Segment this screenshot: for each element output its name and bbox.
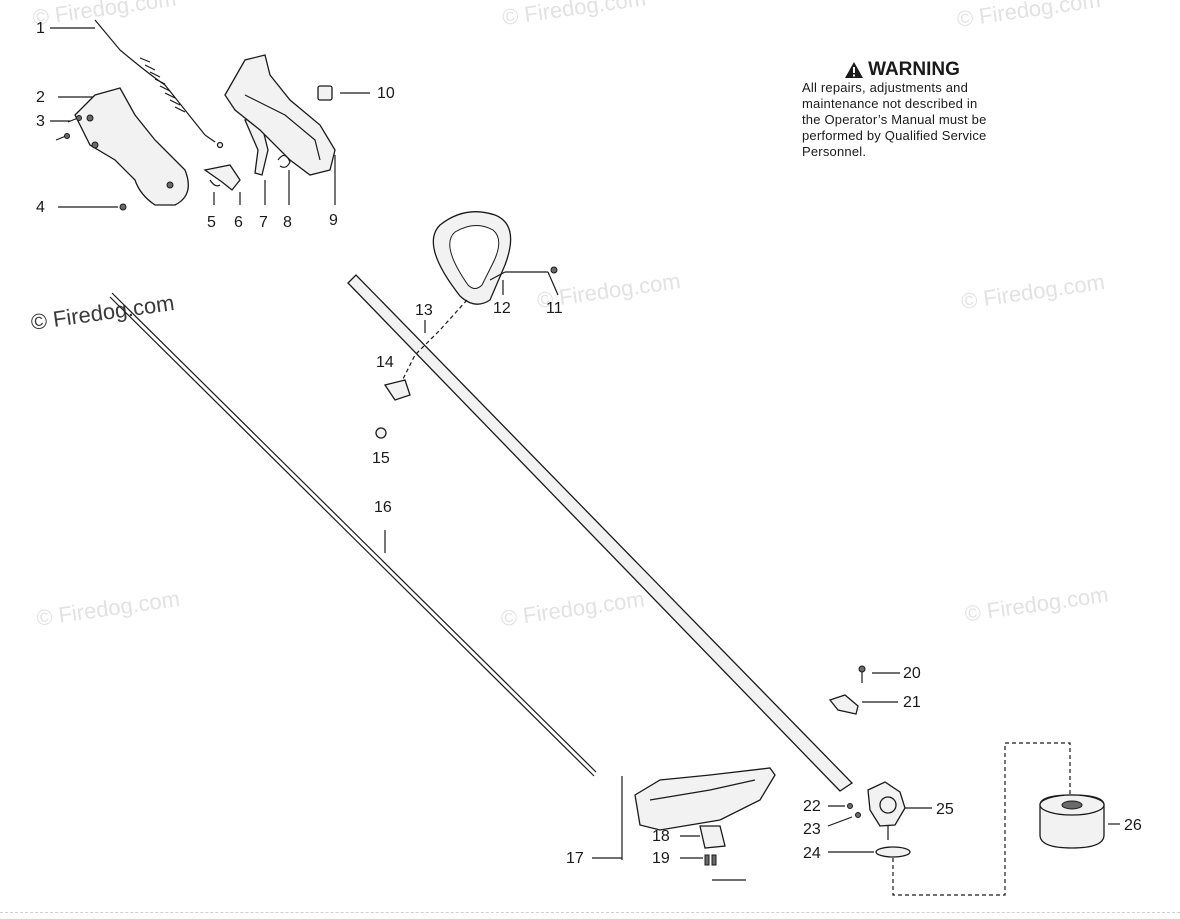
callout-label: 1 [36,20,45,37]
callout-labels: 1 2 3 4 5 6 7 8 9 10 11 12 13 14 15 16 1… [36,20,1142,867]
callout-label: 22 [803,798,821,815]
warning-notice: WARNING All repairs, adjustments and mai… [802,60,1032,160]
warning-line: All repairs, adjustments and [802,80,969,95]
gear-screws-part [827,803,861,827]
callout-label: 12 [493,300,511,317]
warning-title: WARNING [772,60,1032,80]
switch-part [317,85,370,101]
drive-shaft-part [109,292,597,777]
callout-label: 8 [283,214,292,231]
warning-body: All repairs, adjustments and maintenance… [802,80,1032,160]
callout-label: 14 [376,354,394,371]
watermark: © Firedog.com [955,0,1102,32]
gear-head-part [867,781,932,840]
warning-line: maintenance not described in [802,96,978,111]
callout-label: 10 [377,85,395,102]
handle-housing-part [224,54,336,205]
callout-label: 13 [415,302,433,319]
washer-part [828,846,911,858]
callout-label: 17 [566,850,584,867]
callout-label: 7 [259,214,268,231]
warning-line: performed by Qualified Service [802,128,987,143]
callout-label: 26 [1124,817,1142,834]
callout-label: 16 [374,499,392,516]
callout-label: 25 [936,801,954,818]
trimmer-head-part [1039,794,1120,849]
warning-title-text: WARNING [868,59,960,80]
screw-part [58,203,127,211]
callout-label: 24 [803,845,821,862]
callout-label: 21 [903,694,921,711]
callout-label: 23 [803,821,821,838]
warning-triangle-icon [845,62,864,78]
watermark: © Firedog.com [35,586,182,631]
watermark: © Firedog.com [501,0,648,30]
callout-label: 3 [36,113,45,130]
loop-handle-part [432,211,548,305]
throttle-cable-part [50,19,224,149]
page-bottom-rule [0,912,1180,913]
screw-part [858,665,900,683]
watermark: © Firedog.com [963,582,1110,627]
handle-half-part [58,87,189,206]
callout-label: 2 [36,89,45,106]
watermark: © Firedog.com [960,269,1107,314]
shield-bracket-part [828,694,898,715]
warning-line: the Operator’s Manual must be [802,112,987,127]
callout-label: 6 [234,214,243,231]
shaft-tube-part [347,274,854,792]
callout-label: 4 [36,199,45,216]
callout-label: 15 [372,450,390,467]
callout-label: 9 [329,212,338,229]
callout-label: 5 [207,214,216,231]
bolt-part [547,266,559,296]
callout-label: 19 [652,850,670,867]
watermark: © Firedog.com [31,0,178,30]
clamp-part [383,379,411,401]
knob-part [375,427,387,439]
watermark: © Firedog.com [499,586,646,631]
bracket-part [680,825,746,881]
watermark-prominent: © Firedog.com [29,290,176,335]
callout-label: 20 [903,665,921,682]
screw-part [50,115,82,141]
callout-label: 18 [652,828,670,845]
callout-label: 11 [546,300,563,317]
warning-line: Personnel. [802,144,867,159]
guard-shield-part [592,767,776,860]
